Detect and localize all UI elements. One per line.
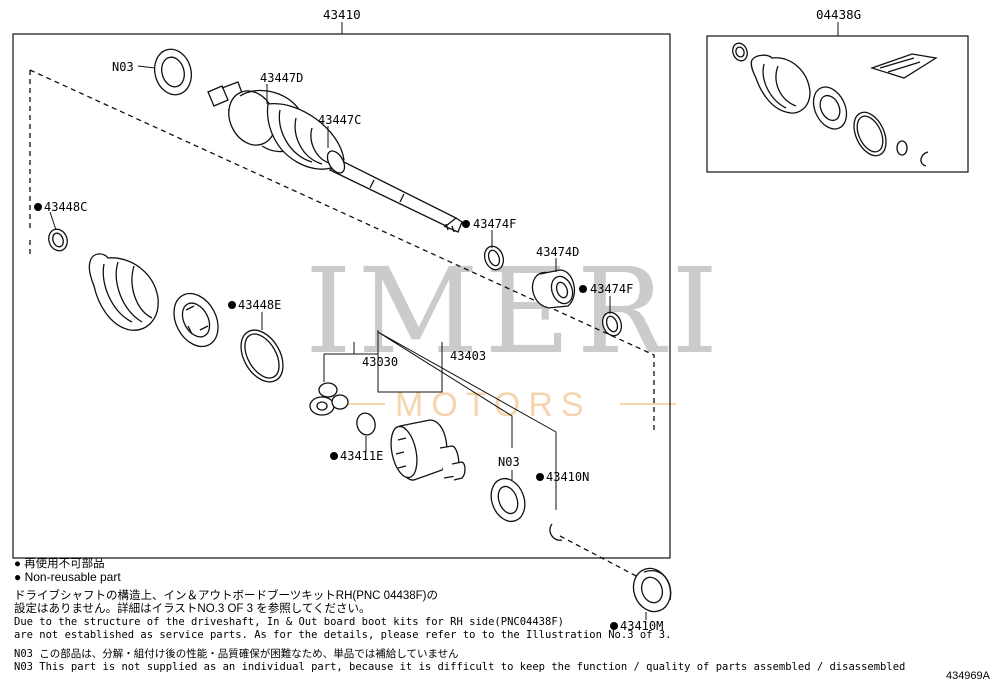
callout-43410M: 43410M xyxy=(620,619,663,633)
note-n03-jp: N03 この部品は、分解・組付け後の性能・品質確保が困難なため、単品では補給して… xyxy=(14,648,459,660)
clamp-43474F-lower xyxy=(601,311,623,337)
watermark: IMERI MOTORS xyxy=(305,242,724,424)
note-jp-line1: ドライブシャフトの構造上、イン＆アウトボードブーツキットRH(PNC 04438… xyxy=(14,590,439,602)
note-en-line2: are not established as service parts. As… xyxy=(14,629,672,641)
clamp-43474F-upper xyxy=(483,245,505,271)
legend-en: ● Non-reusable part xyxy=(14,570,121,584)
callout-43474D: 43474D xyxy=(536,245,579,259)
note-jp-line2: 設定はありません。詳細はイラストNO.3 OF 3 を参照してください。 xyxy=(14,603,371,615)
bearing-43474D xyxy=(531,269,576,309)
snap-ring-43411E xyxy=(356,412,376,436)
clamp-band-43448E xyxy=(240,329,284,383)
note-n03-en: N03 This part is not supplied as an indi… xyxy=(14,661,906,673)
seal-43410M xyxy=(632,567,672,613)
bracket-43030 xyxy=(323,342,443,393)
clip-43410N xyxy=(549,523,563,541)
callout-N03-lower: N03 xyxy=(498,455,520,469)
callout-43410: 43410 xyxy=(323,7,361,22)
callout-43030: 43030 xyxy=(362,355,398,369)
callout-43403: 43403 xyxy=(450,349,486,363)
note-en-line1: Due to the structure of the driveshaft, … xyxy=(14,616,564,628)
callout-43474F-upper: 43474F xyxy=(473,217,516,231)
callout-43411E: 43411E xyxy=(340,449,383,463)
inboard-joint-housing xyxy=(390,419,466,481)
callout-43474F-lower: 43474F xyxy=(590,282,633,296)
seal-boundary-line xyxy=(559,535,641,579)
callout-43447D: 43447D xyxy=(260,71,303,85)
ring-N03-lower xyxy=(490,477,526,523)
callout-04438G: 04438G xyxy=(816,7,861,22)
legend-jp: ● 再使用不可部品 xyxy=(14,558,105,570)
callout-N03-upper: N03 xyxy=(112,60,134,74)
callout-43448C: 43448C xyxy=(44,200,87,214)
outboard-joint-shaft-43410 xyxy=(207,81,463,233)
notes-section: ● 再使用不可部品 ● Non-reusable part ドライブシャフトの構… xyxy=(14,558,906,674)
callout-43448E: 43448E xyxy=(238,298,281,312)
inboard-section-boundary xyxy=(29,69,655,432)
tripod-spider xyxy=(309,382,349,416)
housing-ring xyxy=(173,292,219,348)
clamp-43448C xyxy=(48,228,68,252)
non-reusable-marker xyxy=(34,203,42,211)
callout-43410N: 43410N xyxy=(546,470,589,484)
bracket-43403 xyxy=(377,330,557,510)
watermark-brand: IMERI xyxy=(305,242,724,380)
callout-43447C: 43447C xyxy=(318,113,361,127)
ring-N03-upper xyxy=(153,48,193,96)
boot-kit-parts xyxy=(732,42,938,167)
inboard-boot xyxy=(88,253,159,331)
catalog-number: 434969A xyxy=(945,670,990,682)
